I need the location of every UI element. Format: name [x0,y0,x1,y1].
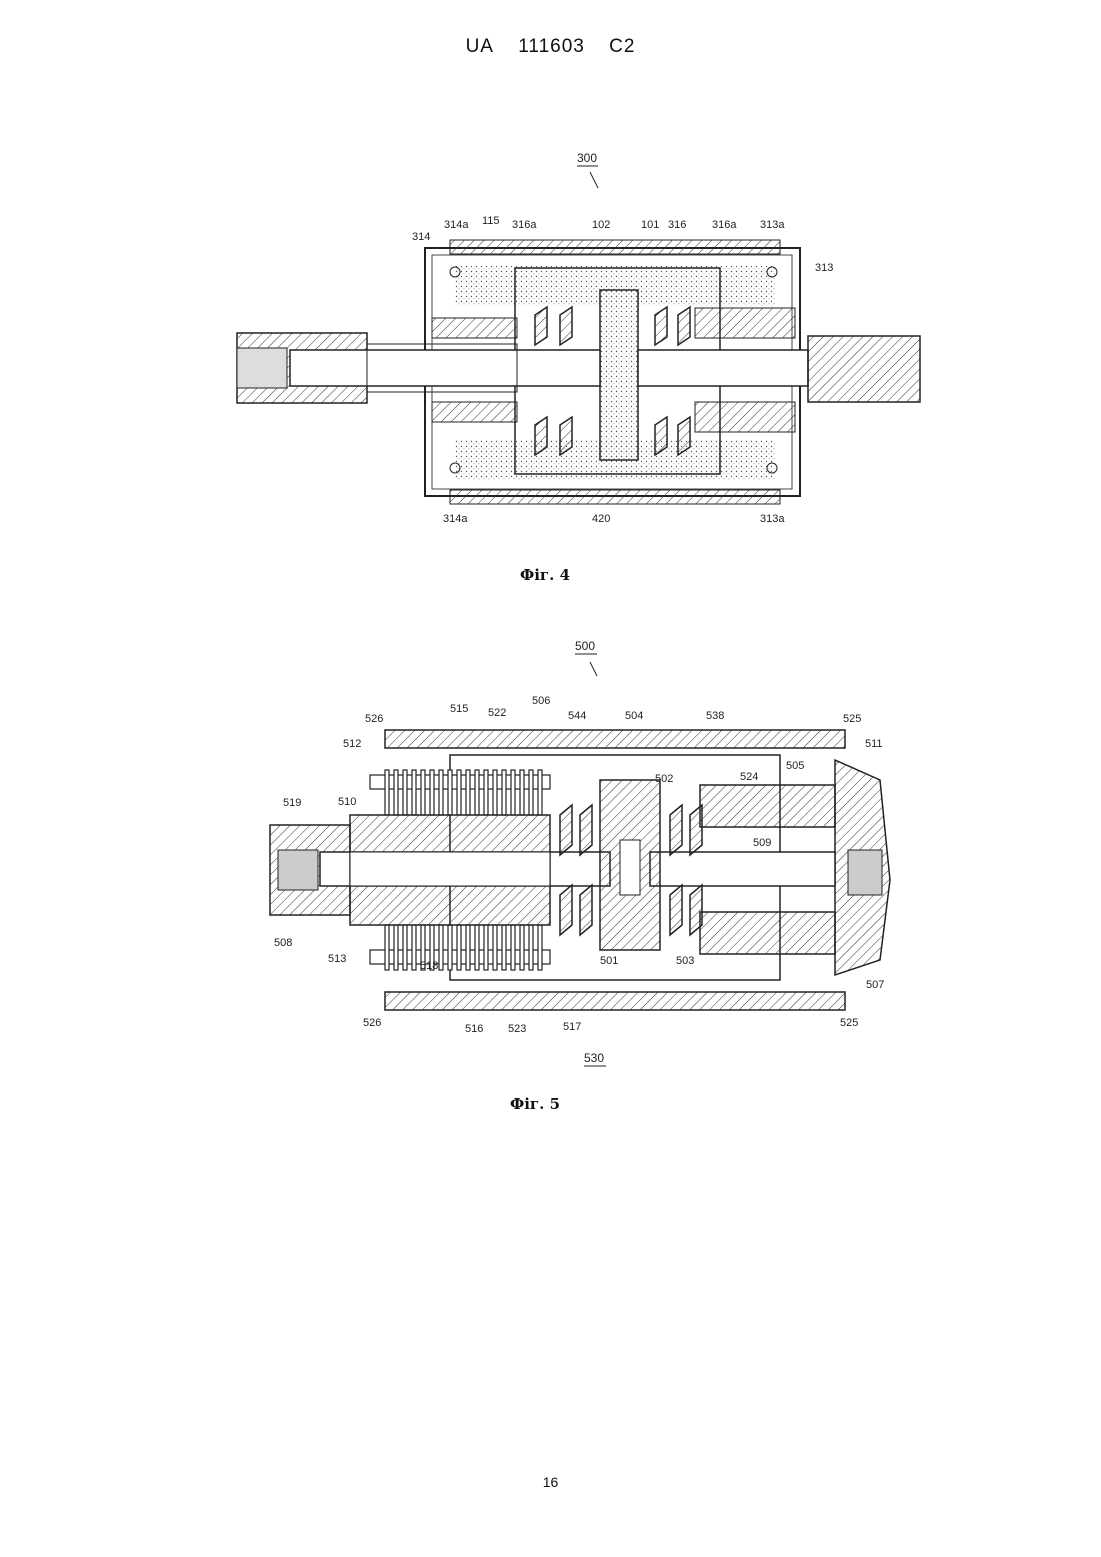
fig5-label: 516 [465,1023,483,1035]
fig5-label: 513 [328,953,346,965]
fig4-label: 102 [592,219,610,231]
fig5-label: 544 [568,710,586,722]
header-number: 111603 [518,36,585,57]
fig5-label: 510 [338,796,356,808]
fig5-label: 538 [706,710,724,722]
header-country: UA [466,36,494,57]
fig5-label: 504 [625,710,643,722]
fig5-label: 503 [676,955,694,967]
fig5-label: 522 [488,707,506,719]
fig5-label: 507 [866,979,884,991]
fig5-ref-bottom: 530 [584,1051,604,1065]
fig5-ref-number: 500 [575,639,595,653]
fig4-label: 313a [760,513,785,525]
fig5-label: 517 [563,1021,581,1033]
fig5-label: 502 [655,773,673,785]
fig4-caption: Фіг. 4 [520,566,570,584]
fig4-label: 420 [592,513,610,525]
fig5-label: 511 [865,738,883,750]
fig5-label: 519 [283,797,301,809]
patent-header: UA 111603 C2 [0,36,1101,58]
header-kind: C2 [609,36,635,57]
fig5-label: 515 [450,703,468,715]
figure-5-drawing: 500 530 526 515 522 506 544 504 538 525 … [0,630,1101,1090]
fig5-caption: Фіг. 5 [510,1095,560,1113]
fig4-label: 316a [512,219,537,231]
fig4-label: 314a [444,219,469,231]
fig5-label: 505 [786,760,804,772]
fig4-label: 314a [443,513,468,525]
fig5-label: 512 [343,738,361,750]
fig5-label: 518 [420,960,438,972]
page-number: 16 [0,1474,1101,1490]
fig5-label: 525 [843,713,861,725]
fig4-label: 115 [482,215,500,227]
fig5-label: 523 [508,1023,526,1035]
fig4-label: 316 [668,219,686,231]
fig5-label: 524 [740,771,758,783]
fig4-label: 316a [712,219,737,231]
figure-4-drawing: 300 314 314a 115 316a 102 101 316 316a 3… [0,140,1101,680]
fig4-label: 313 [815,262,833,274]
fig5-label: 506 [532,695,550,707]
fig5-label: 526 [365,713,383,725]
fig4-label: 313a [760,219,785,231]
fig5-label: 509 [753,837,771,849]
fig5-label: 508 [274,937,292,949]
fig4-label: 314 [412,231,430,243]
fig4-ref-number: 300 [577,151,597,165]
fig4-label: 101 [641,219,659,231]
fig5-label: 525 [840,1017,858,1029]
fig5-label: 501 [600,955,618,967]
fig5-label: 526 [363,1017,381,1029]
